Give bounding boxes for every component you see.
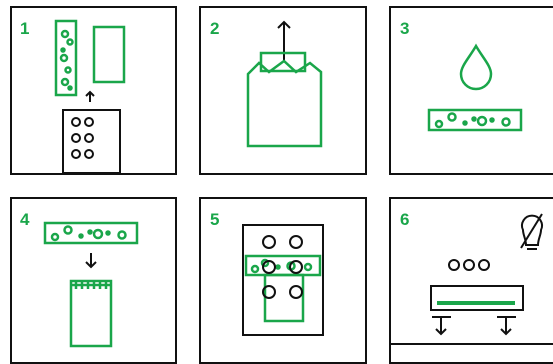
step-panel-3: 3 [389, 6, 553, 175]
step-1-illustration [54, 19, 126, 174]
step-number: 3 [400, 19, 410, 38]
step-number: 1 [20, 19, 30, 38]
reader-device [242, 224, 324, 336]
step-panel-1: 1 [10, 6, 177, 175]
step-panel-5: 5 [199, 197, 367, 364]
step-number: 2 [210, 19, 220, 38]
up-arrow-icon [85, 90, 95, 102]
granule-strip [43, 221, 139, 245]
inserted-strip [244, 254, 322, 323]
step-number: 6 [400, 210, 410, 229]
step-2-illustration [246, 20, 323, 148]
water-drop-icon [459, 43, 493, 91]
up-arrow-icon [277, 20, 291, 61]
granule-strip [54, 19, 78, 97]
step-number: 5 [210, 210, 220, 229]
torn-pouch [246, 51, 323, 148]
down-arrow-icon [85, 253, 97, 269]
step-5-illustration [242, 224, 324, 336]
test-tube-cassette [69, 279, 113, 348]
down-arrow-icon [497, 316, 516, 336]
panel-border [389, 6, 553, 175]
step-number: 4 [20, 210, 30, 229]
dot-grid-icon [62, 109, 121, 174]
panel-border [199, 6, 367, 175]
step-panel-6: 6 [389, 197, 553, 364]
granule-strip [427, 108, 523, 132]
step-6-illustration [389, 213, 553, 345]
step-4-illustration [43, 221, 139, 348]
step-panel-2: 2 [199, 6, 367, 175]
down-arrow-icon [432, 316, 451, 336]
step-3-illustration [427, 43, 523, 132]
incubation-tray [430, 285, 524, 311]
dot-grid-icon [262, 235, 303, 299]
step-panel-4: 4 [10, 197, 177, 364]
sample-dots [448, 259, 490, 271]
empty-strip [92, 25, 126, 84]
light-bulb-off-icon [520, 213, 543, 250]
